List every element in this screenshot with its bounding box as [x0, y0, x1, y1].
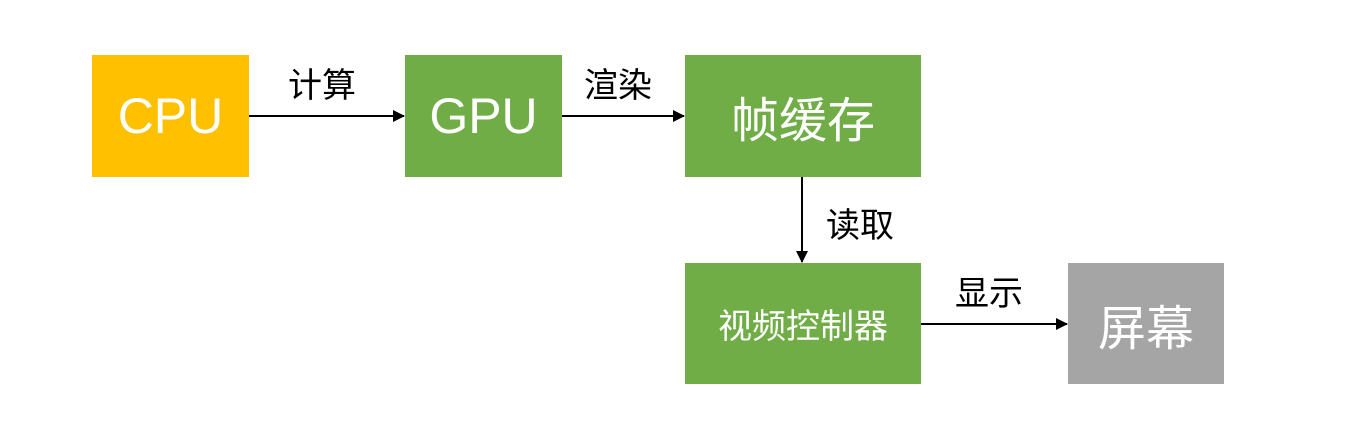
node-video-controller-label: 视频控制器 — [718, 307, 888, 347]
node-framebuffer: 帧缓存 — [685, 55, 921, 177]
node-screen-label: 屏幕 — [1097, 300, 1194, 357]
node-cpu: CPU — [92, 55, 249, 177]
node-cpu-label: CPU — [117, 88, 224, 144]
edge-label-compute: 计算 — [288, 66, 356, 106]
node-gpu: GPU — [405, 55, 562, 177]
node-video-controller: 视频控制器 — [685, 263, 921, 384]
node-screen: 屏幕 — [1068, 263, 1224, 384]
edge-label-render: 渲染 — [584, 66, 652, 106]
node-gpu-label: GPU — [429, 88, 538, 144]
edge-label-display: 显示 — [955, 274, 1023, 314]
node-framebuffer-label: 帧缓存 — [730, 93, 875, 149]
edge-label-read: 读取 — [826, 206, 894, 246]
